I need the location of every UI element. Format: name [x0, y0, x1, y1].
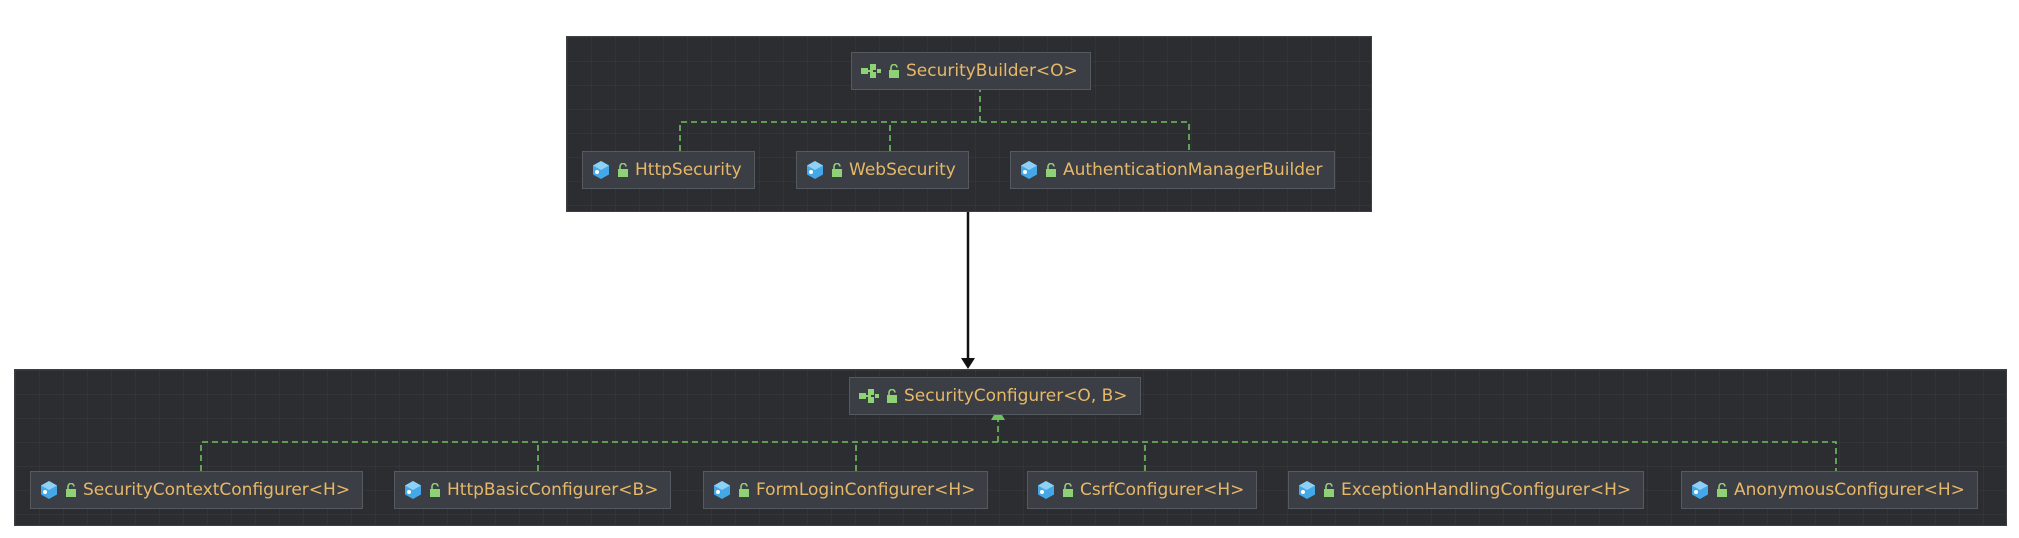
- lock-icon: [1046, 163, 1056, 177]
- class-node-authentication-manager-builder[interactable]: AuthenticationManagerBuilder: [1010, 151, 1336, 189]
- security-builder-diagram-panel: SecurityBuilder<O> HttpSecurity WebSecur…: [566, 36, 1372, 212]
- node-label: FormLoginConfigurer<H>: [756, 480, 976, 500]
- interface-node-security-configurer[interactable]: SecurityConfigurer<O, B>: [849, 377, 1141, 415]
- node-label: SecurityBuilder<O>: [906, 61, 1078, 81]
- lock-icon: [66, 483, 76, 497]
- node-label: SecurityConfigurer<O, B>: [904, 386, 1128, 406]
- class-icon: [1021, 161, 1037, 179]
- class-icon: [1038, 481, 1054, 499]
- class-node-exception-handling-configurer[interactable]: ExceptionHandlingConfigurer<H>: [1288, 471, 1645, 509]
- class-node-security-context-configurer[interactable]: SecurityContextConfigurer<H>: [30, 471, 364, 509]
- lock-icon: [430, 483, 440, 497]
- class-icon: [41, 481, 57, 499]
- lock-icon: [832, 163, 842, 177]
- class-node-http-basic-configurer[interactable]: HttpBasicConfigurer<B>: [394, 471, 672, 509]
- lock-icon: [887, 389, 897, 403]
- lock-icon: [739, 483, 749, 497]
- node-label: HttpBasicConfigurer<B>: [447, 480, 659, 500]
- node-label: SecurityContextConfigurer<H>: [83, 480, 351, 500]
- lock-icon: [1324, 483, 1334, 497]
- class-node-form-login-configurer[interactable]: FormLoginConfigurer<H>: [703, 471, 989, 509]
- node-label: ExceptionHandlingConfigurer<H>: [1341, 480, 1632, 500]
- node-label: WebSecurity: [849, 160, 956, 180]
- interface-icon: [861, 64, 881, 78]
- lock-icon: [1717, 483, 1727, 497]
- class-icon: [1299, 481, 1315, 499]
- class-icon: [1692, 481, 1708, 499]
- lock-icon: [1063, 483, 1073, 497]
- lock-icon: [889, 64, 899, 78]
- class-icon: [593, 161, 609, 179]
- class-node-csrf-configurer[interactable]: CsrfConfigurer<H>: [1027, 471, 1258, 509]
- class-node-web-security[interactable]: WebSecurity: [796, 151, 969, 189]
- node-label: HttpSecurity: [635, 160, 742, 180]
- class-icon: [714, 481, 730, 499]
- node-label: AuthenticationManagerBuilder: [1063, 160, 1323, 180]
- lock-icon: [618, 163, 628, 177]
- class-icon: [807, 161, 823, 179]
- interface-node-security-builder[interactable]: SecurityBuilder<O>: [851, 52, 1091, 90]
- node-label: AnonymousConfigurer<H>: [1734, 480, 1965, 500]
- class-node-http-security[interactable]: HttpSecurity: [582, 151, 755, 189]
- class-node-anonymous-configurer[interactable]: AnonymousConfigurer<H>: [1681, 471, 1978, 509]
- security-configurer-diagram-panel: SecurityConfigurer<O, B> SecurityContext…: [14, 369, 2007, 526]
- interface-icon: [859, 389, 879, 403]
- class-icon: [405, 481, 421, 499]
- node-label: CsrfConfigurer<H>: [1080, 480, 1245, 500]
